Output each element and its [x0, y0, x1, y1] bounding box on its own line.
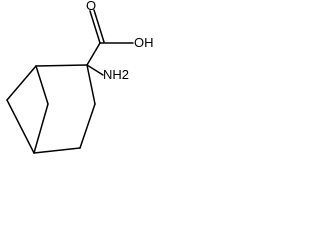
- skeletal-structure: O OH NH2: [6, 0, 154, 154]
- carbonyl-oxygen-label: O: [86, 0, 96, 13]
- bond-carbonyl-double-b: [93, 9, 105, 43]
- hydroxyl-label: OH: [134, 35, 154, 50]
- bond-c2-c3: [86, 64, 96, 105]
- bond-c7-c6: [6, 99, 35, 154]
- bond-c1-c2: [35, 64, 88, 67]
- bond-c8-c5-bridge: [33, 103, 49, 154]
- bond-c4-c5: [33, 147, 81, 154]
- bond-c1-c8-bridge: [35, 65, 49, 105]
- bond-c3-c4: [79, 103, 96, 149]
- bond-c1-c7: [6, 65, 37, 101]
- bond-c2-carboxyl: [86, 42, 101, 66]
- bond-c2-amino: [86, 64, 104, 76]
- amino-label: NH2: [103, 67, 129, 82]
- bond-carbonyl-double-a: [89, 10, 101, 44]
